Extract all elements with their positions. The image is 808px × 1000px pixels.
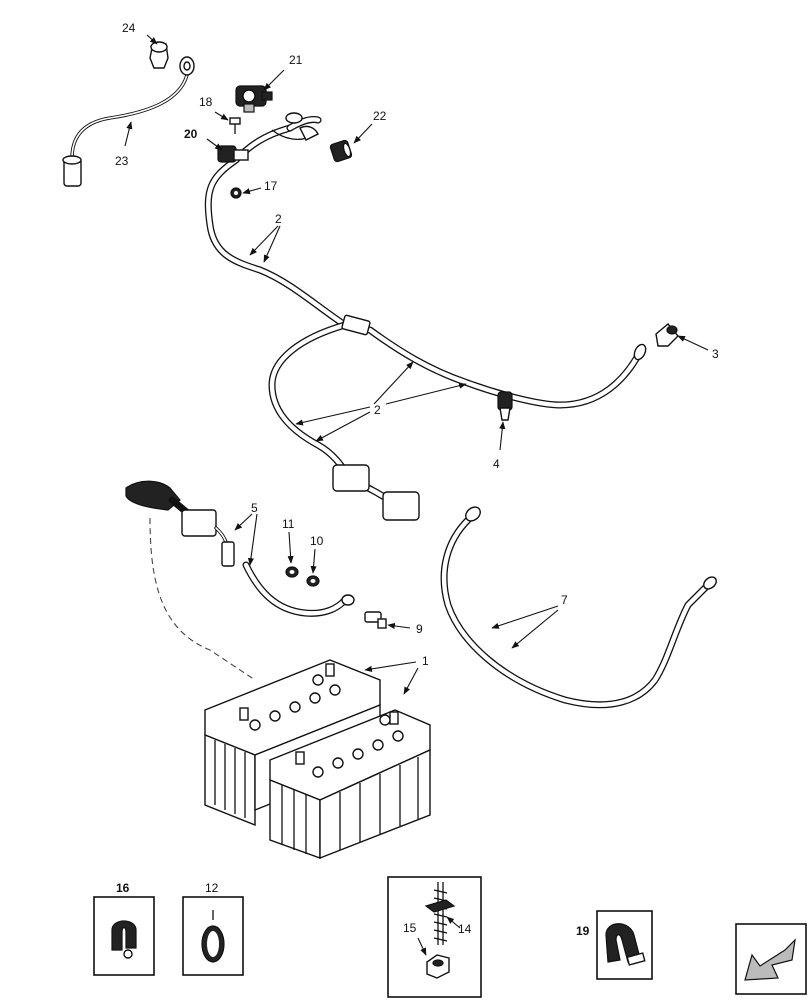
leader-arrows [124, 34, 709, 956]
callout-14: 14 [458, 922, 472, 936]
cell-caps-front [312, 714, 404, 778]
callout-3: 3 [712, 347, 719, 361]
nav-arrow-box[interactable] [735, 923, 807, 995]
cable-23 [62, 56, 195, 187]
nut-10 [306, 575, 320, 587]
callout-21: 21 [289, 53, 303, 67]
cable-7 [440, 506, 717, 709]
cable-5 [125, 480, 355, 681]
clamp-4 [497, 391, 513, 421]
cap-22 [329, 139, 353, 163]
switch-21 [235, 85, 273, 113]
callout-16: 16 [116, 881, 130, 895]
callout-12: 12 [205, 881, 219, 895]
inset-19 [596, 910, 653, 980]
callout-18: 18 [199, 95, 213, 109]
callout-2-mid: 2 [374, 403, 381, 417]
callout-4: 4 [493, 457, 500, 471]
callout-5: 5 [251, 501, 258, 515]
callout-20: 20 [184, 127, 198, 141]
callout-1: 1 [422, 654, 429, 668]
bolt-9 [364, 611, 387, 629]
nut-17 [230, 187, 242, 199]
callout-7: 7 [561, 593, 568, 607]
callout-19: 19 [576, 924, 590, 938]
bolt-18 [229, 117, 241, 134]
callout-labels: 24 21 18 22 20 23 17 2 3 2 4 5 11 10 7 9… [115, 21, 719, 938]
main-harness-2 [204, 112, 647, 521]
arrow-left-down-icon [744, 938, 796, 981]
batteries-1 [204, 659, 431, 860]
callout-2-top: 2 [275, 212, 282, 226]
terminal-boot-24 [149, 41, 169, 69]
inset-12 [182, 896, 244, 976]
inset-14-15 [387, 876, 482, 998]
battery-ridges-front [281, 757, 419, 854]
callout-10: 10 [310, 534, 324, 548]
nut-11 [285, 566, 299, 578]
cell-caps-back [249, 674, 341, 731]
callout-11: 11 [282, 517, 295, 531]
callout-17: 17 [264, 179, 278, 193]
callout-24: 24 [122, 21, 136, 35]
callout-9: 9 [416, 622, 423, 636]
terminal-boot-3 [655, 323, 679, 347]
callout-15: 15 [403, 921, 417, 935]
inset-16 [93, 896, 155, 976]
battery-ridges-back [214, 740, 246, 818]
callout-23: 23 [115, 154, 129, 168]
callout-22: 22 [373, 109, 387, 123]
